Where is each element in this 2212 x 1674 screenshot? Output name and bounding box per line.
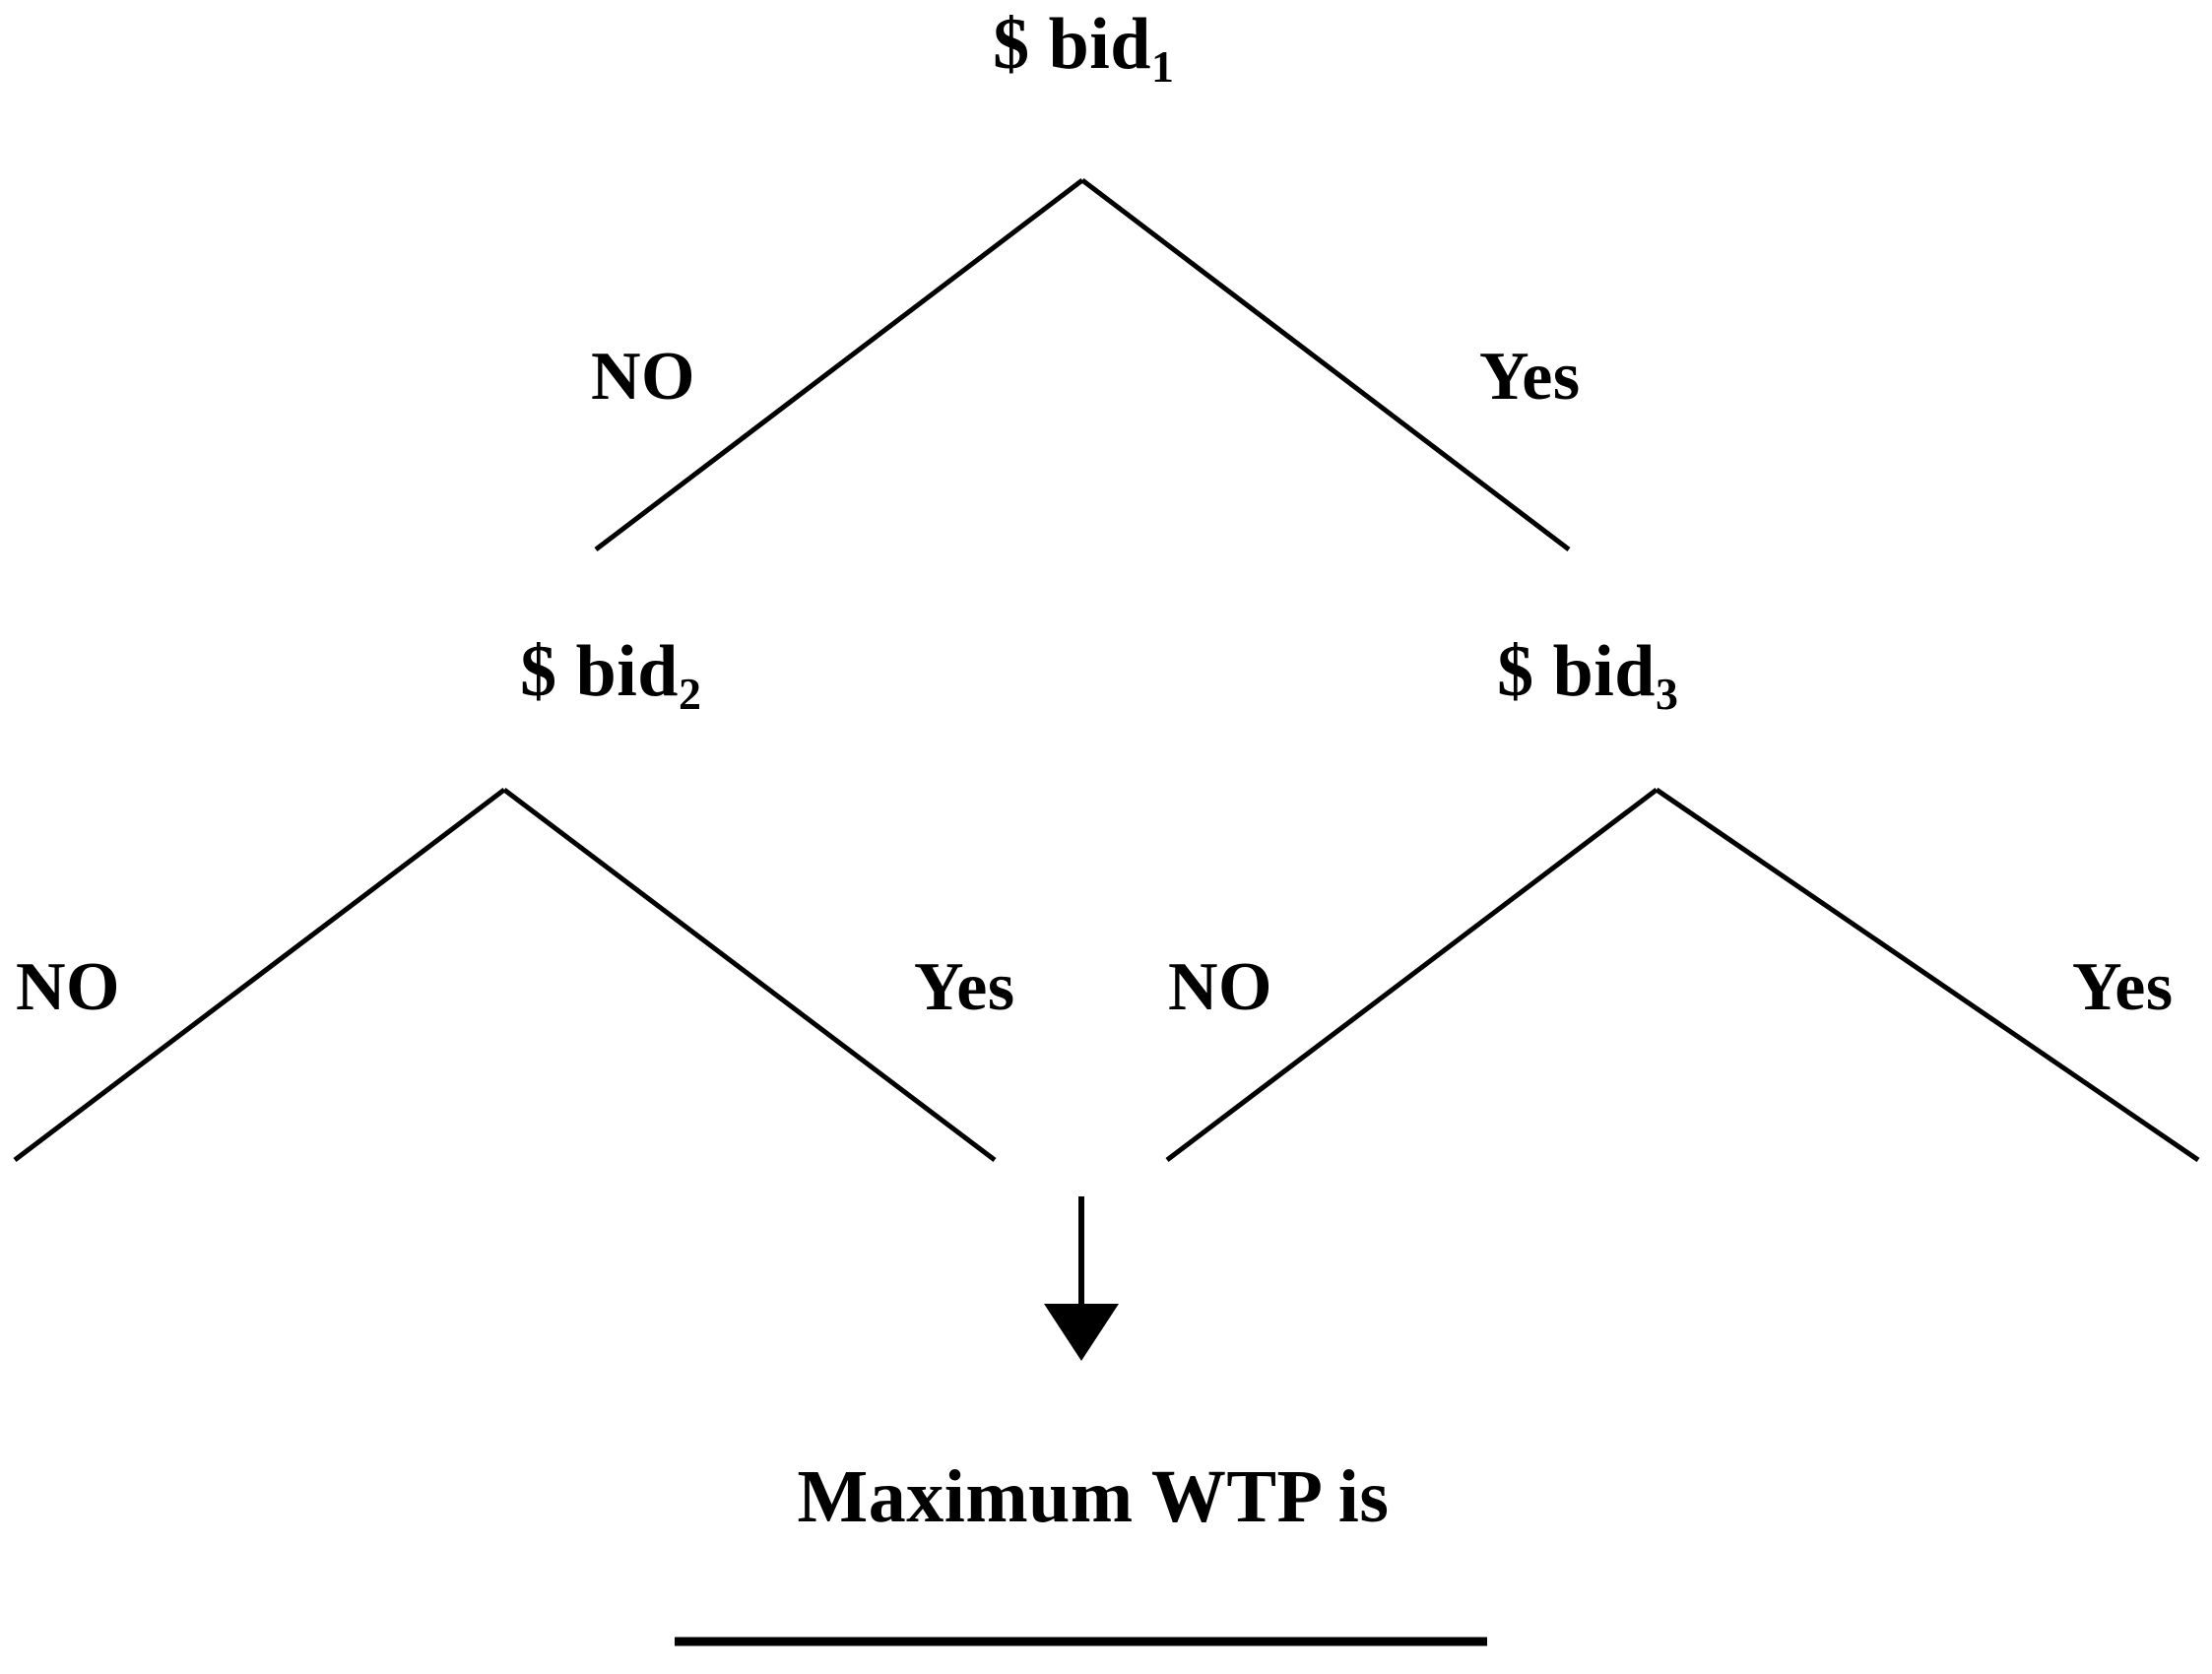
branch-line-level2-left-no <box>13 788 506 1162</box>
node-label-bid3-subscript: 3 <box>1655 668 1678 719</box>
branch-line-level1-right <box>1080 178 1571 551</box>
branch-line-level2-right-no <box>1165 788 1659 1162</box>
branch-label-level2-right-yes: Yes <box>2072 949 2174 1025</box>
node-label-bid1-subscript: 1 <box>1150 40 1174 92</box>
outcome-text: Maximum WTP is <box>797 1455 1390 1538</box>
outcome-arrow-head <box>1044 1304 1119 1361</box>
node-label-bid3: $ bid3 <box>1497 635 1678 716</box>
branch-label-level1-no: NO <box>591 339 695 415</box>
node-label-bid1: $ bid1 <box>993 8 1174 89</box>
node-label-bid2-subscript: 2 <box>678 668 701 719</box>
branch-label-level2-left-no: NO <box>16 949 120 1025</box>
node-label-bid2-text: $ bid <box>520 631 679 712</box>
node-label-bid3-text: $ bid <box>1497 631 1656 712</box>
node-label-bid2: $ bid2 <box>520 635 701 716</box>
branch-label-level2-left-yes: Yes <box>914 949 1015 1025</box>
branch-label-level1-yes: Yes <box>1479 339 1581 415</box>
branch-line-level1-left <box>594 178 1084 551</box>
branch-line-level2-right-yes <box>1655 787 2200 1163</box>
branch-line-level2-left-yes <box>502 788 997 1162</box>
node-label-bid1-text: $ bid <box>993 4 1151 85</box>
branch-label-level2-right-no: NO <box>1168 949 1272 1025</box>
